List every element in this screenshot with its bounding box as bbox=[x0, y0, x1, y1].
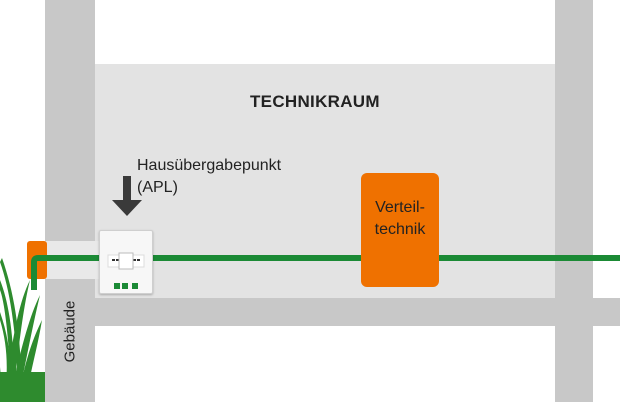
arrow-down-icon-shaft bbox=[123, 176, 131, 200]
left-wall bbox=[45, 0, 95, 402]
floor-wall bbox=[95, 298, 555, 326]
distribution-label-line2: technik bbox=[374, 221, 426, 238]
apl-device bbox=[99, 230, 153, 294]
room-title: TECHNIKRAUM bbox=[250, 92, 380, 111]
fiber-cable bbox=[31, 255, 620, 290]
grass-icon bbox=[0, 258, 45, 402]
apl-label-line2: (APL) bbox=[137, 179, 178, 196]
apl-label-line1: Hausübergabepunkt bbox=[137, 157, 282, 174]
distribution-box: Verteil- technik bbox=[361, 173, 439, 287]
distribution-label-line1: Verteil- bbox=[375, 199, 425, 216]
building-label: Gebäude bbox=[61, 300, 79, 363]
distribution-cable-break bbox=[395, 255, 405, 261]
arrow-down-icon bbox=[112, 200, 142, 216]
apl-connector-icon bbox=[107, 252, 145, 289]
apl-label: Hausübergabepunkt (APL) bbox=[137, 155, 281, 199]
floor-wall-right bbox=[593, 298, 620, 326]
right-wall bbox=[555, 0, 593, 402]
